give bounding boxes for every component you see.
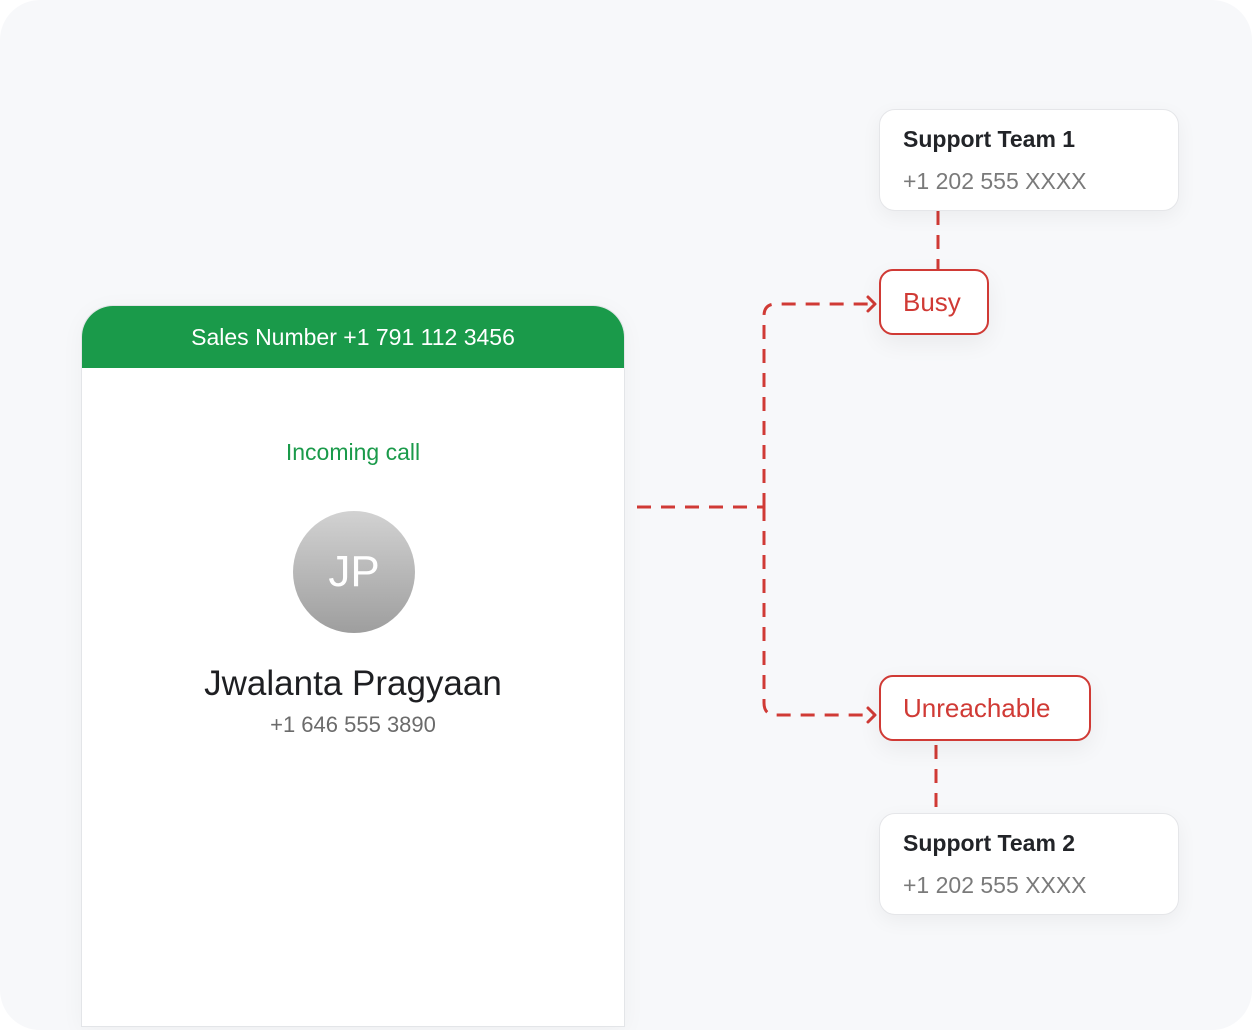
connector-to-busy	[762, 302, 874, 507]
connector-to-unreachable	[762, 507, 874, 717]
incoming-call-card: Sales Number +1 791 112 3456 Incoming ca…	[81, 305, 625, 1027]
team-name: Support Team 2	[903, 830, 1076, 856]
caller-number: +1 646 555 3890	[270, 712, 436, 737]
routing-connectors	[637, 211, 940, 813]
arrow-right-icon	[866, 706, 877, 724]
sales-number-header: Sales Number +1 791 112 3456	[82, 306, 624, 368]
support-team-1-card: Support Team 1 +1 202 555 XXXX	[879, 109, 1179, 211]
busy-status-node: Busy	[879, 269, 989, 335]
arrow-right-icon	[866, 295, 877, 313]
unreachable-status-node: Unreachable	[879, 675, 1091, 741]
team-number: +1 202 555 XXXX	[903, 168, 1087, 194]
call-status: Incoming call	[285, 439, 421, 465]
team-name: Support Team 1	[903, 126, 1076, 152]
support-team-2-card: Support Team 2 +1 202 555 XXXX	[879, 813, 1179, 915]
caller-name: Jwalanta Pragyaan	[204, 664, 502, 703]
team-number: +1 202 555 XXXX	[903, 872, 1087, 898]
avatar: JP	[293, 511, 415, 633]
